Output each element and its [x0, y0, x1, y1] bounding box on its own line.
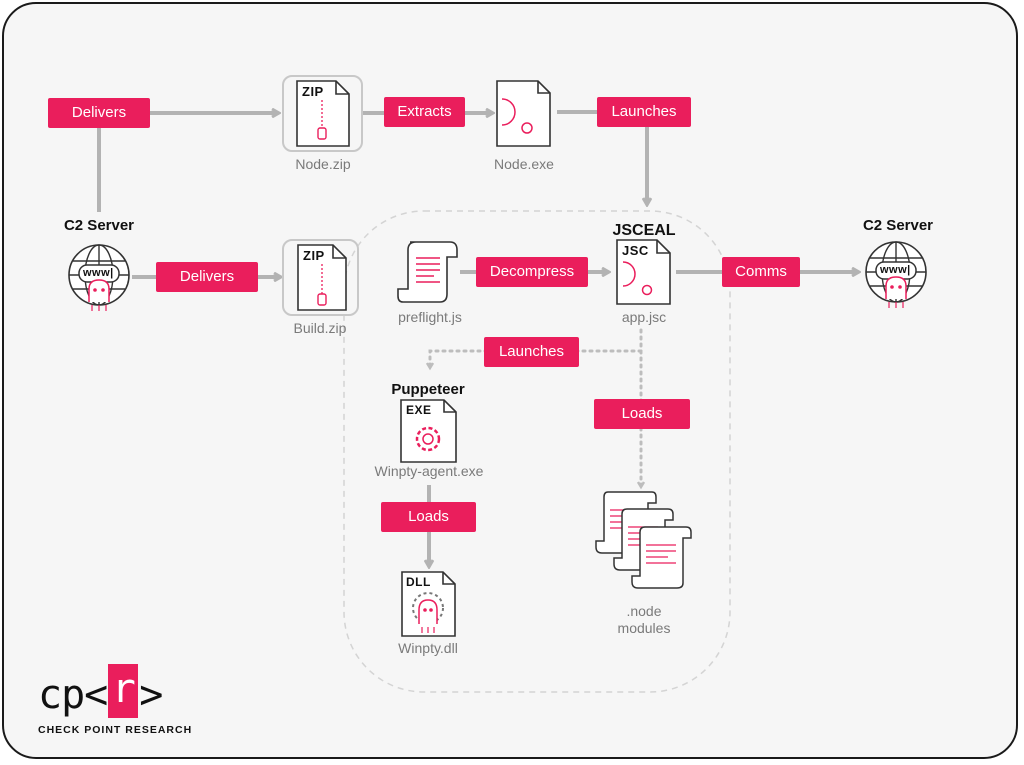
puppeteer-title: Puppeteer — [391, 381, 465, 398]
winpty-dll-caption: Winpty.dll — [398, 640, 458, 656]
delivers-top-label: Delivers — [48, 98, 150, 128]
script-scroll-icon — [397, 241, 458, 303]
exe-badge: EXE — [406, 403, 432, 417]
delivers-mid-label: Delivers — [156, 262, 258, 292]
www-badge-left: www| — [83, 267, 114, 279]
winpty-agent-caption: Winpty-agent.exe — [374, 463, 484, 479]
decompress-label: Decompress — [476, 257, 588, 287]
c2-server-left-title: C2 Server — [63, 217, 135, 234]
node-modules-scrolls-icon — [595, 491, 692, 589]
jsceal-title: JSCEAL — [612, 222, 676, 239]
app-jsc-caption: app.jsc — [621, 309, 667, 325]
node-modules-caption-line1: .node — [626, 603, 662, 619]
extracts-label: Extracts — [384, 97, 465, 127]
logo-left-text: cp< — [38, 672, 108, 718]
jsc-badge: JSC — [622, 243, 649, 258]
c2-globe-icon-left — [68, 244, 130, 311]
exe-file-icon — [496, 80, 551, 147]
dll-badge: DLL — [406, 575, 431, 589]
www-badge-right: www| — [880, 264, 911, 276]
zip-badge: ZIP — [302, 84, 324, 99]
launches-top-label: Launches — [597, 97, 691, 127]
preflight-caption: preflight.js — [398, 309, 462, 325]
zip-badge-2: ZIP — [303, 248, 325, 263]
ghost-dll-icon — [401, 571, 456, 637]
logo-subtitle: CHECK POINT RESEARCH — [38, 724, 193, 736]
build-zip-caption: Build.zip — [293, 320, 347, 336]
check-point-research-logo: cp<r> CHECK POINT RESEARCH — [38, 664, 193, 736]
gear-exe-icon — [400, 399, 457, 463]
zip-file-icon-2 — [282, 239, 359, 316]
loads-right-label: Loads — [594, 399, 690, 429]
node-modules-caption-line2: modules — [617, 620, 671, 636]
zip-file-icon — [282, 75, 363, 152]
jsc-file-icon — [616, 239, 671, 305]
comms-label: Comms — [722, 257, 800, 287]
jsceal-region — [343, 210, 731, 693]
c2-server-right-title: C2 Server — [862, 217, 934, 234]
launches-mid-label: Launches — [484, 337, 579, 367]
logo-r-box: r — [108, 664, 139, 718]
logo-right-text: > — [139, 672, 163, 718]
node-zip-caption: Node.zip — [295, 156, 351, 172]
c2-globe-icon-right — [865, 241, 927, 308]
node-exe-caption: Node.exe — [494, 156, 554, 172]
loads-left-label: Loads — [381, 502, 476, 532]
